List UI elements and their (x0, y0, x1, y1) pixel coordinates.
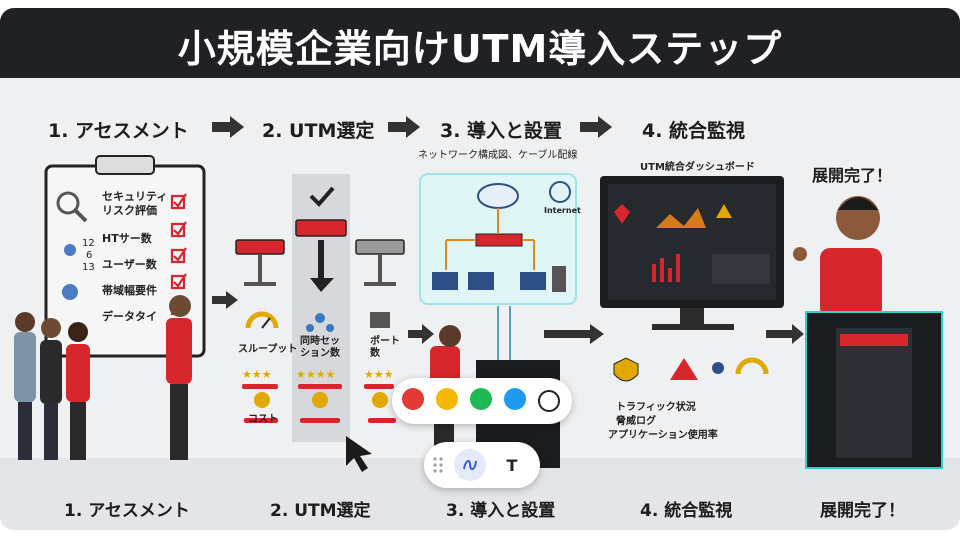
router-icon (475, 233, 523, 247)
cable-lines (497, 306, 511, 368)
rating-stars: ★★★★★★★★★★ (242, 368, 394, 381)
title-bar: 小規模企業向けUTM導入ステップ (0, 8, 960, 78)
checklist-item: セキュリティ リスク評価 (102, 190, 168, 217)
step-1-title: 1. アセスメント (48, 120, 189, 142)
color-swatch-yellow[interactable] (436, 388, 458, 410)
deployment-complete-label: 展開完了！ (812, 166, 893, 185)
utm-stands (244, 254, 396, 286)
drawing-toolbar: T (424, 442, 540, 488)
down-arrow-icon (310, 240, 334, 292)
bottom-step-1: 1. アセスメント (64, 501, 190, 521)
server-rack-icon (805, 311, 943, 469)
top-arrow-1 (212, 116, 244, 138)
text-tool-button[interactable]: T (506, 455, 518, 475)
color-swatch-red[interactable] (402, 388, 424, 410)
globe-icon (549, 181, 571, 203)
page-title: 小規模企業向けUTM導入ステップ (177, 27, 783, 71)
svg-text:★★★: ★★★ (242, 368, 272, 381)
cloud-icon (477, 183, 519, 209)
rating-bars (242, 384, 396, 423)
network-icon (306, 313, 334, 332)
checkmark-icon (309, 186, 335, 207)
connection-lines (445, 208, 535, 270)
arrow-step3 (408, 324, 434, 344)
arrow-to-utm (212, 291, 238, 309)
color-swatch-white[interactable] (538, 390, 560, 412)
computer-icons (432, 266, 566, 292)
drag-handle[interactable] (428, 449, 448, 481)
checklist-item: 帯域幅要件 (102, 284, 157, 297)
speed-gauge-icon (735, 357, 769, 375)
color-swatch-green[interactable] (470, 388, 492, 410)
ports-label: ポート 数 (370, 336, 400, 359)
arrow-to-server (766, 324, 804, 344)
infographic-card: 小規模企業向けUTM導入ステップ (0, 8, 960, 530)
internet-label: Internet (544, 206, 581, 215)
top-arrow-2 (388, 116, 420, 138)
checklist-item: HTサー数 (102, 232, 152, 245)
color-palette-toolbar (392, 378, 572, 424)
sparkle-icon (908, 490, 940, 522)
monitor-item: 脅威ログ (616, 416, 656, 427)
step-3-subtitle: ネットワーク構成図、ケーブル配線 (418, 150, 578, 161)
drag-handle-icon (433, 457, 443, 473)
checklist-item: ユーザー数 (102, 258, 157, 271)
monitor-item: アプリケーション使用率 (608, 430, 718, 441)
utm-device-icon (235, 219, 405, 255)
warning-icon (670, 358, 698, 380)
gauge-icon (245, 311, 279, 329)
color-swatch-blue[interactable] (504, 388, 526, 410)
yen-coin-icon (254, 392, 388, 408)
monitor-item: トラフィック状況 (616, 402, 696, 413)
arrow-to-monitor (544, 324, 604, 344)
svg-text:★★★★: ★★★★ (296, 368, 336, 381)
step-2-title: 2. UTM選定 (262, 120, 375, 142)
pen-tool-button[interactable] (454, 449, 486, 481)
dashboard-title: UTM統合ダッシュボード (640, 162, 755, 173)
clipboard (44, 155, 206, 358)
pen-squiggle-icon (463, 459, 477, 471)
checklist-item: データタイ (102, 310, 157, 323)
team-people-illustration (14, 295, 192, 460)
step-3-title: 3. 導入と設置 (440, 120, 563, 142)
shield-icon (613, 357, 639, 382)
port-icon (370, 312, 390, 328)
svg-text:★★★: ★★★ (364, 368, 394, 381)
step-4-title: 4. 統合監視 (642, 120, 746, 142)
checklist-number: 13 (82, 262, 95, 273)
dashboard-monitor (600, 176, 784, 330)
cost-label: コスト (248, 414, 278, 425)
checklist-number: 6 (86, 250, 93, 261)
bottom-step-4: 4. 統合監視 (640, 501, 733, 521)
bottom-step-2: 2. UTM選定 (270, 501, 371, 521)
bottom-step-5: 展開完了！ (820, 501, 905, 521)
throughput-label: スループット (238, 344, 298, 355)
checklist-number: 12 (82, 238, 95, 249)
network-hub-icon (712, 362, 724, 374)
sessions-label: 同時セッ ション数 (300, 336, 340, 359)
bottom-step-3: 3. 導入と設置 (446, 501, 556, 521)
mouse-cursor-icon (346, 436, 372, 472)
happy-person-illustration (793, 196, 882, 318)
top-arrow-3 (580, 116, 612, 138)
